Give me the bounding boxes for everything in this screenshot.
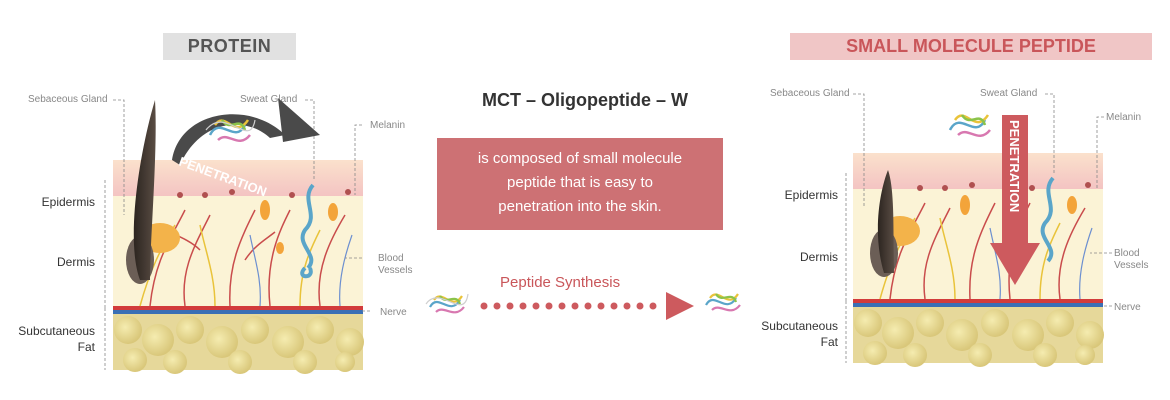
- right-nerve-label: Nerve: [1114, 302, 1141, 313]
- left-penetration-arrow-text: PENETRATION: [177, 154, 269, 200]
- left-dermis-label: Dermis: [57, 255, 95, 269]
- right-skin-block: PENETRATION: [845, 93, 1112, 367]
- right-sweat-gland-label: Sweat Gland: [980, 88, 1038, 99]
- small-molecule-peptide-header: SMALL MOLECULE PEPTIDE: [790, 33, 1152, 60]
- right-melanin-label: Melanin: [1106, 112, 1142, 123]
- description-line-3: penetration into the skin.: [498, 198, 662, 215]
- right-dermis-label: Dermis: [800, 250, 838, 264]
- left-sweat-gland-label: Sweat Gland: [240, 94, 298, 105]
- protein-molecule-icon: [425, 293, 469, 314]
- protein-header: PROTEIN: [163, 33, 296, 60]
- left-epidermis-label: Epidermis: [41, 195, 95, 209]
- left-skin-block: PENETRATION: [104, 98, 370, 374]
- mct-oligopeptide-title: MCT – Oligopeptide – W: [482, 90, 688, 110]
- synthesis-dotted-arrow: [480, 292, 694, 320]
- left-sebaceous-gland-label: Sebaceous Gland: [28, 94, 108, 105]
- description-line-1: is composed of small molecule: [477, 150, 683, 167]
- left-melanin-label: Melanin: [370, 120, 406, 131]
- right-sebaceous-gland-label: Sebaceous Gland: [770, 88, 850, 99]
- right-penetration-arrow-text: PENETRATION: [1007, 120, 1022, 212]
- right-epidermis-label: Epidermis: [784, 188, 838, 202]
- left-nerve-label: Nerve: [380, 307, 407, 318]
- peptide-synthesis-label: Peptide Synthesis: [500, 274, 621, 291]
- description-box: is composed of small molecule peptide th…: [437, 138, 723, 230]
- peptide-molecule-icon: [705, 293, 741, 312]
- description-line-2: peptide that is easy to: [507, 174, 653, 191]
